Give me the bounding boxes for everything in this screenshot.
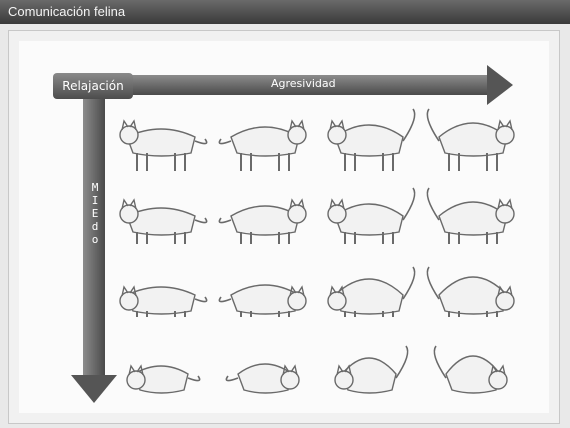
origin-label: Relajación (53, 73, 133, 99)
cat-posture-r2-c4 (427, 188, 514, 244)
fear-label: M I E d o (85, 181, 105, 246)
cat-posture-r4-c3 (335, 346, 408, 393)
cat-posture-r1-c4 (427, 109, 514, 171)
aggression-label: Agresividad (271, 77, 336, 90)
cat-posture-r3-c3 (328, 267, 415, 317)
cat-posture-r1-c2 (219, 121, 306, 171)
slide: Relajación Agresividad M I E d o (8, 30, 560, 424)
cat-posture-r2-c2 (219, 200, 306, 244)
cat-posture-r4-c2 (226, 364, 299, 393)
cat-posture-r4-c1 (127, 366, 200, 393)
cat-posture-r1-c1 (120, 121, 207, 171)
fear-arrow (71, 97, 117, 403)
window-title: Comunicación felina (0, 0, 570, 24)
cat-posture-r3-c4 (427, 267, 514, 317)
cat-posture-r4-c4 (434, 346, 507, 393)
cat-grid (120, 109, 514, 393)
cat-posture-r3-c1 (120, 287, 207, 317)
cat-posture-r2-c1 (120, 200, 207, 244)
cat-posture-r1-c3 (328, 109, 415, 171)
cat-posture-r2-c3 (328, 188, 415, 244)
cat-posture-r3-c2 (219, 285, 306, 317)
